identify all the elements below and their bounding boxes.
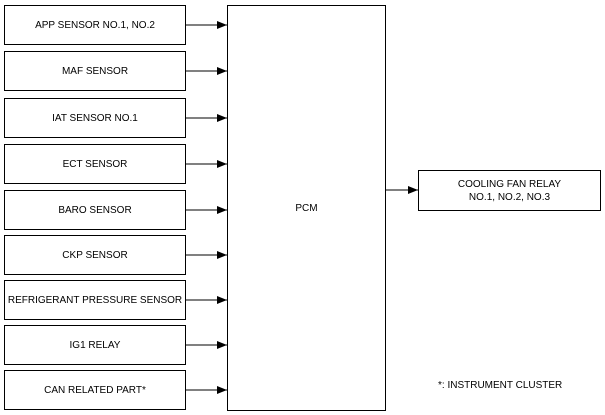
maf-sensor-label: MAF SENSOR	[61, 65, 129, 77]
cooling-fan-relay-numbers: NO.1, NO.2, NO.3	[468, 191, 551, 203]
footnote: *: INSTRUMENT CLUSTER	[438, 380, 563, 391]
iat-sensor-label: IAT SENSOR NO.1	[52, 112, 138, 124]
baro-sensor-label: BARO SENSOR	[58, 204, 132, 216]
baro-sensor-box: BARO SENSOR	[4, 190, 186, 230]
ect-sensor-label: ECT SENSOR	[62, 158, 128, 170]
ect-sensor-box: ECT SENSOR	[4, 144, 186, 184]
app-sensor-label: APP SENSOR NO.1, NO.2	[35, 19, 155, 31]
refrigerant-pressure-sensor-label: REFRIGERANT PRESSURE SENSOR	[7, 294, 183, 306]
ckp-sensor-box: CKP SENSOR	[4, 235, 186, 275]
cooling-fan-relay-label: COOLING FAN RELAY	[457, 178, 562, 190]
cooling-fan-relay-box: COOLING FAN RELAY NO.1, NO.2, NO.3	[418, 170, 601, 211]
iat-sensor-box: IAT SENSOR NO.1	[4, 98, 186, 138]
can-related-part-box: CAN RELATED PART*	[4, 370, 186, 410]
ig1-relay-box: IG1 RELAY	[4, 325, 186, 365]
refrigerant-pressure-sensor-box: REFRIGERANT PRESSURE SENSOR	[4, 280, 186, 320]
pcm-label: PCM	[295, 202, 318, 214]
maf-sensor-box: MAF SENSOR	[4, 51, 186, 91]
ckp-sensor-label: CKP SENSOR	[62, 249, 128, 261]
pcm-box: PCM	[227, 5, 386, 411]
can-related-part-label: CAN RELATED PART*	[44, 384, 146, 396]
app-sensor-box: APP SENSOR NO.1, NO.2	[4, 5, 186, 45]
ig1-relay-label: IG1 RELAY	[69, 339, 121, 351]
